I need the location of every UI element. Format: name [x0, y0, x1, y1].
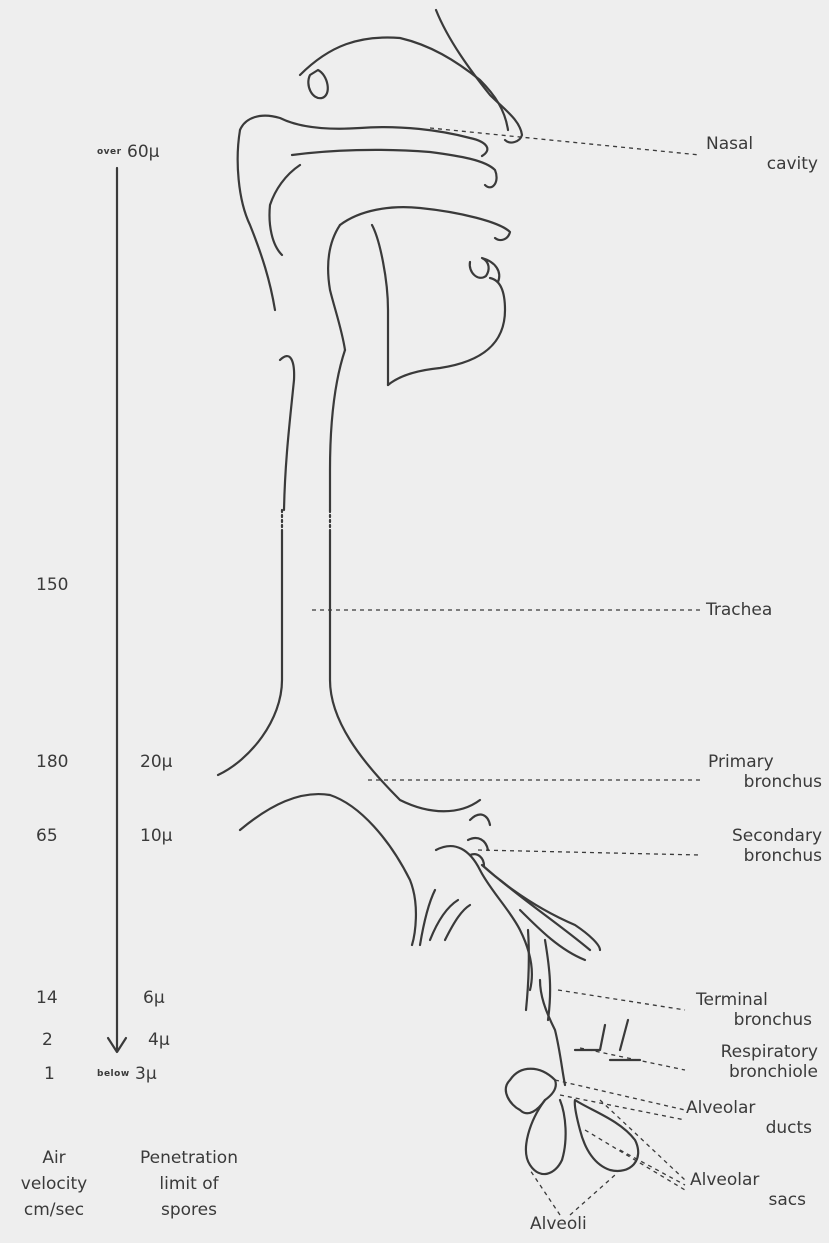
- trachea-right: [330, 530, 480, 811]
- mouth-lip: [470, 258, 499, 282]
- velocity-180: 180: [36, 752, 68, 772]
- secondary-left: [420, 890, 435, 945]
- velocity-150: 150: [36, 575, 68, 595]
- palate-lower: [292, 150, 497, 187]
- tongue-back: [328, 225, 345, 350]
- head-outline: [436, 10, 522, 142]
- scale-top-value: over 60μ: [97, 142, 159, 162]
- throat-front: [372, 225, 388, 385]
- pharynx-right: [330, 350, 345, 510]
- leader-alveoli-1: [530, 1170, 560, 1215]
- label-alveoli: Alveoli: [530, 1214, 587, 1234]
- pharynx-left: [280, 356, 294, 510]
- label-alveolar-sacs: Alveolar sacs: [680, 1170, 806, 1210]
- leader-terminal: [558, 990, 685, 1010]
- trachea-dots: [282, 510, 330, 530]
- label-trachea: Trachea: [706, 600, 772, 620]
- label-alveolar-ducts: Alveolar ducts: [680, 1098, 812, 1138]
- terminal-tube: [540, 980, 565, 1085]
- branch-b: [445, 905, 470, 940]
- label-nasal-cavity: Nasal cavity: [690, 134, 818, 174]
- leader-alveoli-2: [570, 1175, 615, 1215]
- branch-a: [430, 900, 458, 940]
- trachea-left: [218, 530, 282, 775]
- velocity-14: 14: [36, 988, 58, 1008]
- velocity-65: 65: [36, 826, 58, 846]
- nasal-upper: [300, 37, 508, 130]
- velocity-header: Air velocity cm/sec: [4, 1145, 104, 1223]
- limit-6: 6μ: [143, 988, 165, 1008]
- leader-secondary: [478, 850, 700, 855]
- limit-header: Penetration limit of spores: [118, 1145, 260, 1223]
- label-respiratory-bronchiole: Respiratory bronchiole: [680, 1042, 818, 1082]
- limit-4: 4μ: [148, 1030, 170, 1050]
- alveolar-lobe-left: [506, 1069, 556, 1114]
- limit-10: 10μ: [140, 826, 172, 846]
- label-terminal-bronchus: Terminal bronchus: [680, 990, 812, 1030]
- limit-3: below 3μ: [97, 1064, 157, 1084]
- leader-ducts-2: [560, 1095, 685, 1120]
- palate-curve: [270, 165, 301, 255]
- tongue: [340, 207, 510, 240]
- chin: [388, 278, 505, 385]
- bronchus-left: [240, 794, 416, 945]
- velocity-1: 1: [44, 1064, 55, 1084]
- resp-branches: [575, 1020, 640, 1060]
- leader-sacs-1: [600, 1100, 685, 1180]
- branch-c: [482, 865, 600, 950]
- nasal-bulb: [308, 70, 327, 98]
- velocity-2: 2: [42, 1030, 53, 1050]
- label-primary-bronchus: Primary bronchus: [680, 752, 822, 792]
- leader-nasal: [430, 128, 700, 155]
- label-secondary-bronchus: Secondary bronchus: [680, 826, 822, 866]
- alveolar-lobe-right: [575, 1100, 638, 1171]
- limit-20: 20μ: [140, 752, 172, 772]
